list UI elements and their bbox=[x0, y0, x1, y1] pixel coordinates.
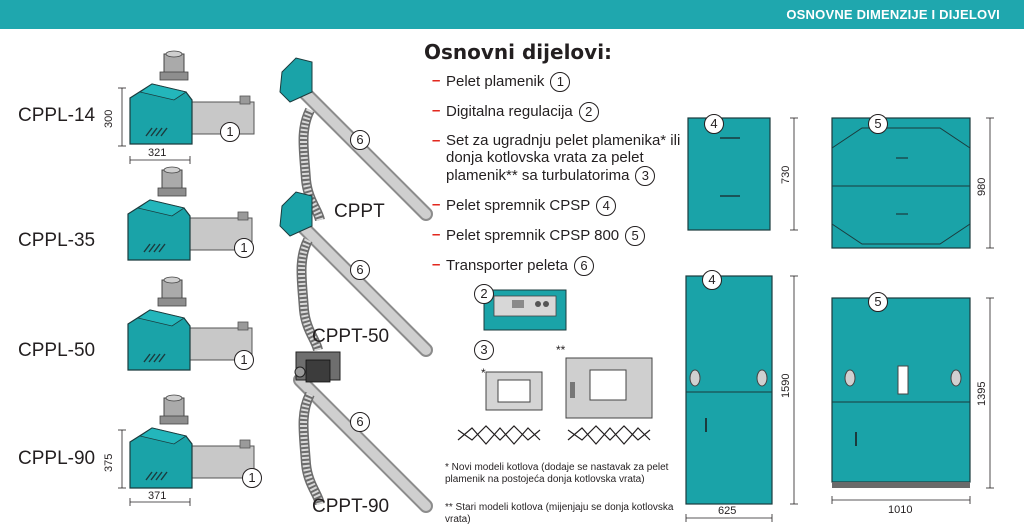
tank-cpsp800-top-drawing bbox=[831, 117, 971, 249]
parts-heading: Osnovni dijelovi: bbox=[424, 40, 613, 64]
burner-label-cppl-90: CPPL-90 bbox=[18, 448, 96, 469]
burner-label-cppl-50: CPPL-50 bbox=[18, 340, 96, 361]
dimension-cppl-14-height: 300 bbox=[103, 109, 115, 128]
regulation-module-drawing bbox=[483, 289, 567, 331]
part-text: Pelet plamenik bbox=[446, 72, 545, 90]
tank-cpsp800-front-drawing bbox=[831, 297, 971, 488]
star-double: ** bbox=[556, 343, 566, 357]
part-number: 4 bbox=[596, 196, 617, 216]
tank-cpsp-front-num: 4 bbox=[702, 270, 722, 290]
burner-cppl-14-part-num: 1 bbox=[220, 122, 240, 142]
tank-cpsp-top-num: 4 bbox=[704, 114, 724, 134]
dimension-cppl-14-width: 321 bbox=[148, 147, 167, 159]
part-number: 5 bbox=[625, 226, 646, 246]
burner-label-cppl-35: CPPL-35 bbox=[18, 230, 96, 251]
transporter-cppt-90-part-num: 6 bbox=[350, 412, 370, 432]
tank-cpsp800-front-num: 5 bbox=[868, 292, 888, 312]
transporter-cppt-drawing bbox=[279, 57, 426, 220]
part-text: Pelet spremnik CPSP 800 bbox=[446, 226, 620, 244]
banner-title: OSNOVNE DIMENZIJE I DIJELOVI bbox=[786, 7, 1000, 22]
part-text: Transporter peleta bbox=[446, 256, 569, 274]
dimension-cpsp-front-width: 625 bbox=[718, 505, 737, 517]
part-number: 2 bbox=[578, 102, 599, 122]
burner-cppl-90-drawing bbox=[129, 394, 255, 489]
dimension-cppl-90-height: 375 bbox=[103, 453, 115, 472]
transporter-cppt-90-drawing bbox=[295, 351, 426, 506]
dimension-cpsp800-front-width: 1010 bbox=[888, 504, 913, 516]
part-number: 6 bbox=[574, 256, 595, 276]
tank-cpsp-top-drawing bbox=[687, 117, 771, 231]
part-text: Pelet spremnik CPSP bbox=[446, 196, 591, 214]
dimension-cppl-90-width: 371 bbox=[148, 490, 167, 502]
header-banner: OSNOVNE DIMENZIJE I DIJELOVI bbox=[0, 0, 1024, 29]
transporter-cppt-50-part-num: 6 bbox=[350, 260, 370, 280]
tank-cpsp800-top-num: 5 bbox=[868, 114, 888, 134]
dimension-cpsp800-top-height: 980 bbox=[976, 177, 988, 196]
footnote-old-models: ** Stari modeli kotlova (mijenjaju se do… bbox=[445, 502, 674, 525]
dimension-cpsp800-front-height: 1395 bbox=[976, 381, 988, 406]
transporter-label-cppt-90: CPPT-90 bbox=[312, 496, 390, 517]
part-text: Digitalna regulacija bbox=[446, 102, 573, 120]
star-single: * bbox=[481, 366, 486, 380]
turbulators-drawing bbox=[457, 425, 651, 445]
burner-cppl-90-part-num: 1 bbox=[242, 468, 262, 488]
set-part-num: 3 bbox=[474, 340, 494, 360]
tank-cpsp-front-drawing bbox=[685, 275, 773, 505]
part-text: Set za ugradnju pelet plamenika* ili don… bbox=[446, 132, 681, 184]
burner-label-cppl-14: CPPL-14 bbox=[18, 105, 96, 126]
dimension-cpsp-top-height: 730 bbox=[780, 165, 792, 184]
transporter-cppt-part-num: 6 bbox=[350, 130, 370, 150]
footnote-new-models: * Novi modeli kotlova (dodaje se nastava… bbox=[445, 462, 669, 485]
part-number: 3 bbox=[635, 166, 656, 186]
transporter-label-cppt: CPPT bbox=[334, 201, 385, 222]
regulation-part-num: 2 bbox=[474, 284, 494, 304]
transporter-label-cppt-50: CPPT-50 bbox=[312, 326, 390, 347]
part-item: –Set za ugradnju pelet plamenika* ili do… bbox=[432, 132, 692, 186]
mounting-set-drawing bbox=[485, 357, 653, 419]
part-number: 1 bbox=[550, 72, 571, 92]
burner-cppl-50-part-num: 1 bbox=[234, 350, 254, 370]
burner-cppl-35-part-num: 1 bbox=[234, 238, 254, 258]
burner-cppl-50-drawing bbox=[127, 276, 253, 371]
dimension-cpsp-front-height: 1590 bbox=[780, 373, 792, 398]
transporter-cppt-50-drawing bbox=[279, 191, 426, 350]
